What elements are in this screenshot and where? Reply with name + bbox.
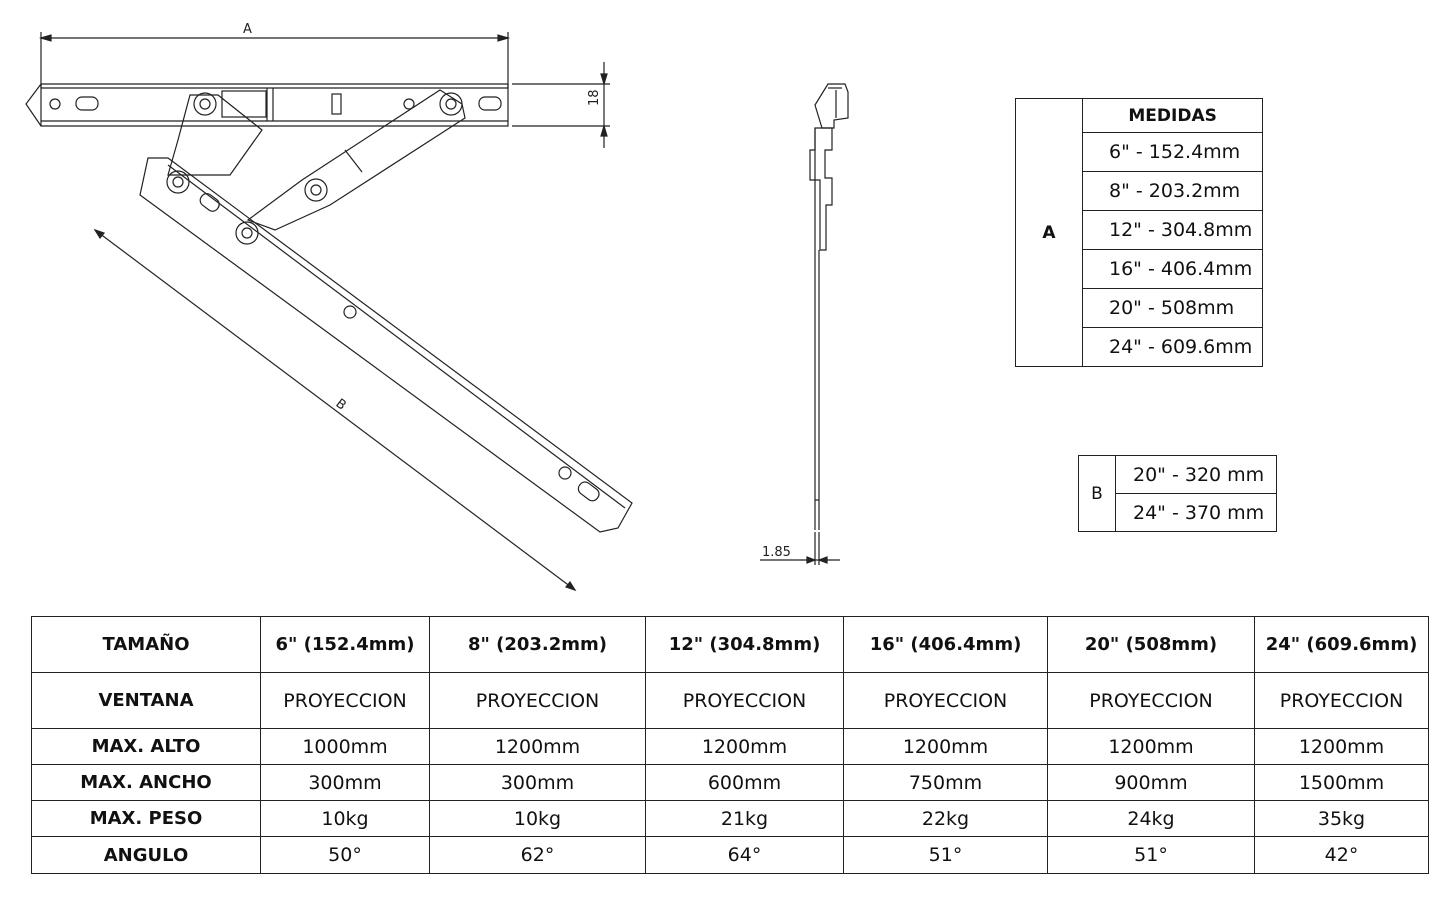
main-arm [139, 157, 633, 533]
table-cell: 1200mm [843, 728, 1048, 765]
table-a-header: MEDIDAS [1081, 98, 1264, 133]
row-label: ANGULO [31, 836, 261, 874]
table-cell: 10kg [429, 800, 646, 837]
table-cell: 300mm [429, 764, 646, 801]
table-cell: 900mm [1047, 764, 1255, 801]
row-label: MAX. ANCHO [31, 764, 261, 801]
header-cell: 16" (406.4mm) [843, 616, 1048, 673]
table-cell: PROYECCION [429, 672, 646, 729]
table-cell: 1000mm [260, 728, 430, 765]
table-cell: 51° [1047, 836, 1255, 874]
table-cell: 10kg [260, 800, 430, 837]
table-a-row: 20" - 508mm [1081, 288, 1264, 328]
table-cell: 21kg [645, 800, 844, 837]
table-row: ANGULO 50° 62° 64° 51° 51° 42° [31, 836, 1429, 874]
dim-b-label: B [333, 396, 349, 413]
table-cell: PROYECCION [645, 672, 844, 729]
b-table: B 20" - 320 mm 24" - 370 mm [1078, 455, 1278, 532]
table-b-row: 24" - 370 mm [1114, 493, 1278, 532]
row-label: MAX. PESO [31, 800, 261, 837]
table-cell: 50° [260, 836, 430, 874]
table-cell: 64° [645, 836, 844, 874]
table-cell: 300mm [260, 764, 430, 801]
dimension-18 [512, 62, 610, 148]
table-header-row: TAMAÑO 6" (152.4mm) 8" (203.2mm) 12" (30… [31, 616, 1429, 673]
table-a-row: 12" - 304.8mm [1081, 210, 1264, 250]
table-cell: 1500mm [1254, 764, 1429, 801]
dimension-thickness [760, 532, 840, 565]
row-label: MAX. ALTO [31, 728, 261, 765]
table-row: VENTANA PROYECCION PROYECCION PROYECCION… [31, 672, 1429, 729]
table-a-row: 24" - 609.6mm [1081, 327, 1264, 367]
dim-18-label: 18 [587, 89, 602, 106]
table-cell: 600mm [645, 764, 844, 801]
table-a-label: A [1015, 98, 1083, 367]
spec-table: TAMAÑO 6" (152.4mm) 8" (203.2mm) 12" (30… [31, 616, 1429, 874]
table-cell: 42° [1254, 836, 1429, 874]
table-cell: 35kg [1254, 800, 1429, 837]
dim-thickness-label: 1.85 [762, 545, 791, 560]
table-a-row: 16" - 406.4mm [1081, 249, 1264, 289]
table-cell: 1200mm [429, 728, 646, 765]
dim-a-label: A [243, 22, 252, 37]
table-a-row: 8" - 203.2mm [1081, 171, 1264, 211]
table-row: MAX. ALTO 1000mm 1200mm 1200mm 1200mm 12… [31, 728, 1429, 765]
table-cell: 22kg [843, 800, 1048, 837]
table-cell: 750mm [843, 764, 1048, 801]
header-cell: 12" (304.8mm) [645, 616, 844, 673]
table-cell: 1200mm [1254, 728, 1429, 765]
header-cell: 6" (152.4mm) [260, 616, 430, 673]
table-b-label: B [1078, 455, 1116, 532]
table-cell: 1200mm [1047, 728, 1255, 765]
table-cell: PROYECCION [1047, 672, 1255, 729]
dimension-b [93, 228, 577, 592]
table-row: MAX. PESO 10kg 10kg 21kg 22kg 24kg 35kg [31, 800, 1429, 837]
medidas-table: A MEDIDAS 6" - 152.4mm 8" - 203.2mm 12" … [1015, 98, 1264, 367]
table-cell: PROYECCION [260, 672, 430, 729]
track-bar [25, 83, 509, 127]
dimension-a [38, 32, 511, 88]
table-cell: 24kg [1047, 800, 1255, 837]
table-cell: 1200mm [645, 728, 844, 765]
link-arm-long [246, 89, 466, 231]
table-cell: PROYECCION [843, 672, 1048, 729]
hinge-drawing: A B 18 1.85 [25, 22, 849, 592]
table-cell: 51° [843, 836, 1048, 874]
table-cell: PROYECCION [1254, 672, 1429, 729]
table-b-row: 20" - 320 mm [1114, 455, 1278, 494]
table-a-row: 6" - 152.4mm [1081, 132, 1264, 172]
header-cell: 20" (508mm) [1047, 616, 1255, 673]
row-label: VENTANA [31, 672, 261, 729]
header-cell: TAMAÑO [31, 616, 261, 673]
header-cell: 8" (203.2mm) [429, 616, 646, 673]
table-row: MAX. ANCHO 300mm 300mm 600mm 750mm 900mm… [31, 764, 1429, 801]
link-arm-short [167, 92, 263, 176]
table-cell: 62° [429, 836, 646, 874]
side-view [809, 83, 849, 530]
header-cell: 24" (609.6mm) [1254, 616, 1429, 673]
